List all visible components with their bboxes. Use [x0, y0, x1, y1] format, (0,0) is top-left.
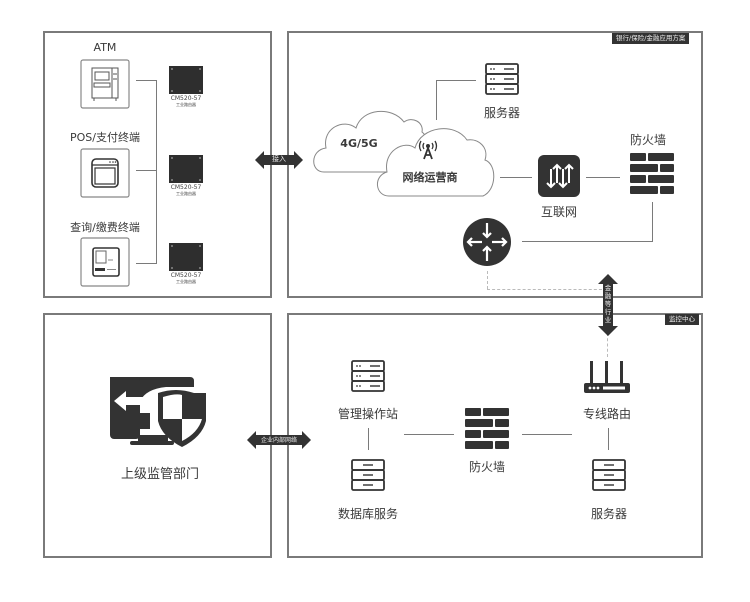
pos-label: POS/支付终端 — [70, 131, 140, 144]
atm-label: ATM — [93, 41, 117, 54]
device-sub: 工业路由器 — [176, 191, 196, 196]
dashed-link — [607, 333, 609, 357]
kiosk-terminal-icon — [80, 237, 130, 287]
firewall-icon — [465, 408, 509, 452]
device-model: CM520-57 — [170, 184, 202, 191]
industrial-router-device — [169, 243, 203, 271]
enterprise-network-label: 企业内部网络 — [260, 437, 297, 444]
server-icon — [591, 458, 627, 494]
connector-line — [652, 202, 653, 242]
enterprise-network-double-arrow — [247, 431, 311, 449]
connector-line — [500, 177, 532, 178]
connector-line — [136, 80, 156, 81]
industrial-router-device — [169, 155, 203, 183]
mgmt-station-label: 管理操作站 — [337, 407, 398, 421]
device-model: CM520-57 — [170, 272, 202, 279]
supervision-label: 上级监管部门 — [120, 467, 199, 482]
supervision-monitor-shield-icon — [106, 373, 214, 449]
access-arrow-label: 接入 — [272, 155, 286, 163]
connector-line — [368, 428, 369, 450]
cloud-carrier — [375, 118, 495, 200]
connector-line — [436, 80, 476, 81]
connector-line — [436, 80, 437, 120]
device-model: CM520-57 — [170, 95, 202, 102]
internet-icon — [538, 155, 580, 197]
connector-line — [522, 434, 572, 435]
mgmt-station-server-icon — [350, 359, 386, 395]
monitoring-panel-tag: 监控中心 — [665, 314, 699, 325]
dashed-link — [487, 289, 607, 291]
connector-line — [136, 263, 156, 264]
cloud-4g5g-label: 4G/5G — [340, 137, 378, 150]
wireless-router-icon — [582, 359, 632, 397]
dashed-link — [487, 271, 489, 289]
antenna-icon — [418, 140, 438, 160]
firewall-label: 防火墙 — [468, 460, 505, 474]
firewall-icon — [630, 153, 674, 197]
connector-line — [136, 170, 156, 171]
pos-terminal-icon — [80, 148, 130, 198]
device-sub: 工业路由器 — [176, 102, 196, 107]
atm-icon — [80, 59, 130, 109]
industrial-router-device — [169, 66, 203, 94]
network-panel-tag: 银行/保险/金融应用方案 — [612, 33, 690, 44]
finance-industry-label: 金融等行业 — [604, 284, 612, 324]
router-icon — [462, 217, 512, 267]
device-sub: 工业路由器 — [176, 279, 196, 284]
connector-line — [522, 241, 653, 242]
cloud-carrier-label: 网络运营商 — [402, 171, 458, 184]
leased-router-label: 专线路由 — [582, 407, 631, 421]
server-label: 服务器 — [590, 507, 627, 521]
terminals-panel — [43, 31, 272, 298]
finance-industry-double-arrow — [598, 274, 618, 336]
access-double-arrow — [255, 151, 303, 169]
connector-line — [608, 428, 609, 450]
kiosk-label: 查询/缴费终端 — [70, 221, 140, 234]
database-server-icon — [350, 458, 386, 494]
connector-line — [586, 177, 620, 178]
database-label: 数据库服务 — [337, 507, 398, 521]
internet-label: 互联网 — [540, 205, 577, 219]
connector-line — [156, 80, 157, 264]
connector-line — [404, 434, 454, 435]
server-icon — [484, 62, 520, 98]
firewall-label: 防火墙 — [629, 133, 666, 147]
server-label: 服务器 — [483, 106, 520, 120]
